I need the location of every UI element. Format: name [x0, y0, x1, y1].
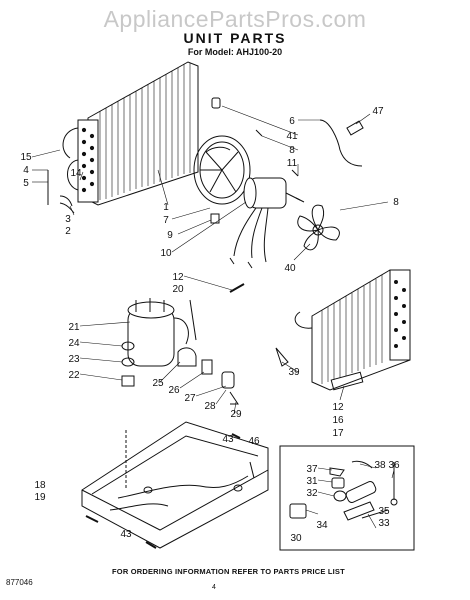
callout-label: 5 — [23, 178, 29, 189]
fan-shroud — [193, 135, 251, 205]
callout-label: 36 — [388, 460, 400, 471]
control-parts-inset — [279, 445, 415, 551]
base-pan — [81, 421, 269, 549]
screw-part-3 — [231, 433, 241, 439]
bracket-part — [249, 461, 255, 479]
document-code: 877046 — [6, 578, 33, 587]
page-title: UNIT PARTS — [183, 30, 287, 46]
callout-label: 8 — [289, 145, 295, 156]
filter-part — [330, 371, 364, 391]
callout-label: 7 — [163, 215, 169, 226]
callout-label: 33 — [378, 518, 390, 529]
callout-label: 17 — [332, 428, 344, 439]
callout-label: 3 — [65, 214, 71, 225]
callout-label: 20 — [172, 284, 184, 295]
callout-label: 41 — [286, 131, 298, 142]
compressor — [127, 298, 197, 367]
callout-label: 46 — [248, 436, 260, 447]
callout-label: 35 — [378, 506, 390, 517]
callout-label: 9 — [167, 230, 173, 241]
screw-part — [85, 515, 99, 523]
drain-part — [275, 347, 289, 367]
callout-label: 2 — [65, 226, 71, 237]
evaporator-coil-right — [294, 269, 411, 391]
callout-label: 11 — [287, 158, 298, 169]
callout-label: 18 — [34, 480, 46, 491]
fan-blade — [297, 204, 340, 251]
callout-label: 22 — [68, 370, 80, 381]
callout-label: 27 — [184, 393, 196, 404]
callout-label: 24 — [68, 338, 80, 349]
clip-part — [210, 213, 220, 224]
callout-label: 1 — [163, 202, 169, 213]
model-line: For Model: AHJ100-20 — [187, 47, 283, 57]
callout-label: 37 — [306, 464, 318, 475]
fan-motor — [229, 177, 301, 269]
callout-label: 39 — [288, 367, 300, 378]
callout-label: 10 — [160, 248, 172, 259]
callout-label: 43 — [120, 529, 132, 540]
callout-label: 47 — [372, 106, 384, 117]
callout-label: 4 — [23, 165, 29, 176]
callout-label: 32 — [306, 488, 318, 499]
capillary-tube-part — [346, 120, 364, 136]
screw-part-2 — [145, 541, 157, 549]
callout-label: 19 — [34, 492, 46, 503]
spring-part — [121, 375, 135, 387]
page-number: 4 — [212, 584, 216, 591]
callout-label: 28 — [204, 401, 216, 412]
callout-label: 15 — [20, 152, 32, 163]
condenser-coil-left — [47, 61, 199, 214]
callout-label: 16 — [332, 415, 344, 426]
watermark-logo: AppliancePartsPros.com — [103, 6, 367, 32]
callout-label: 30 — [290, 533, 302, 544]
overload-parts — [177, 347, 239, 405]
callout-label: 14 — [70, 168, 82, 179]
washer-part — [211, 97, 221, 109]
callout-label: 25 — [152, 378, 164, 389]
callout-label: 38 — [374, 460, 386, 471]
ordering-note: FOR ORDERING INFORMATION REFER TO PARTS … — [112, 567, 345, 576]
callout-label: 12 — [332, 402, 344, 413]
callout-label: 6 — [289, 116, 295, 127]
callout-label: 34 — [316, 520, 328, 531]
callout-label: 21 — [68, 322, 80, 333]
callout-label: 8 — [393, 197, 399, 208]
callout-label: 12 — [172, 272, 184, 283]
callout-label: 26 — [168, 385, 180, 396]
callout-label: 23 — [68, 354, 80, 365]
callout-label: 29 — [230, 409, 242, 420]
callout-label: 31 — [306, 476, 318, 487]
callout-label: 40 — [284, 263, 296, 274]
callout-label: 43 — [222, 434, 234, 445]
